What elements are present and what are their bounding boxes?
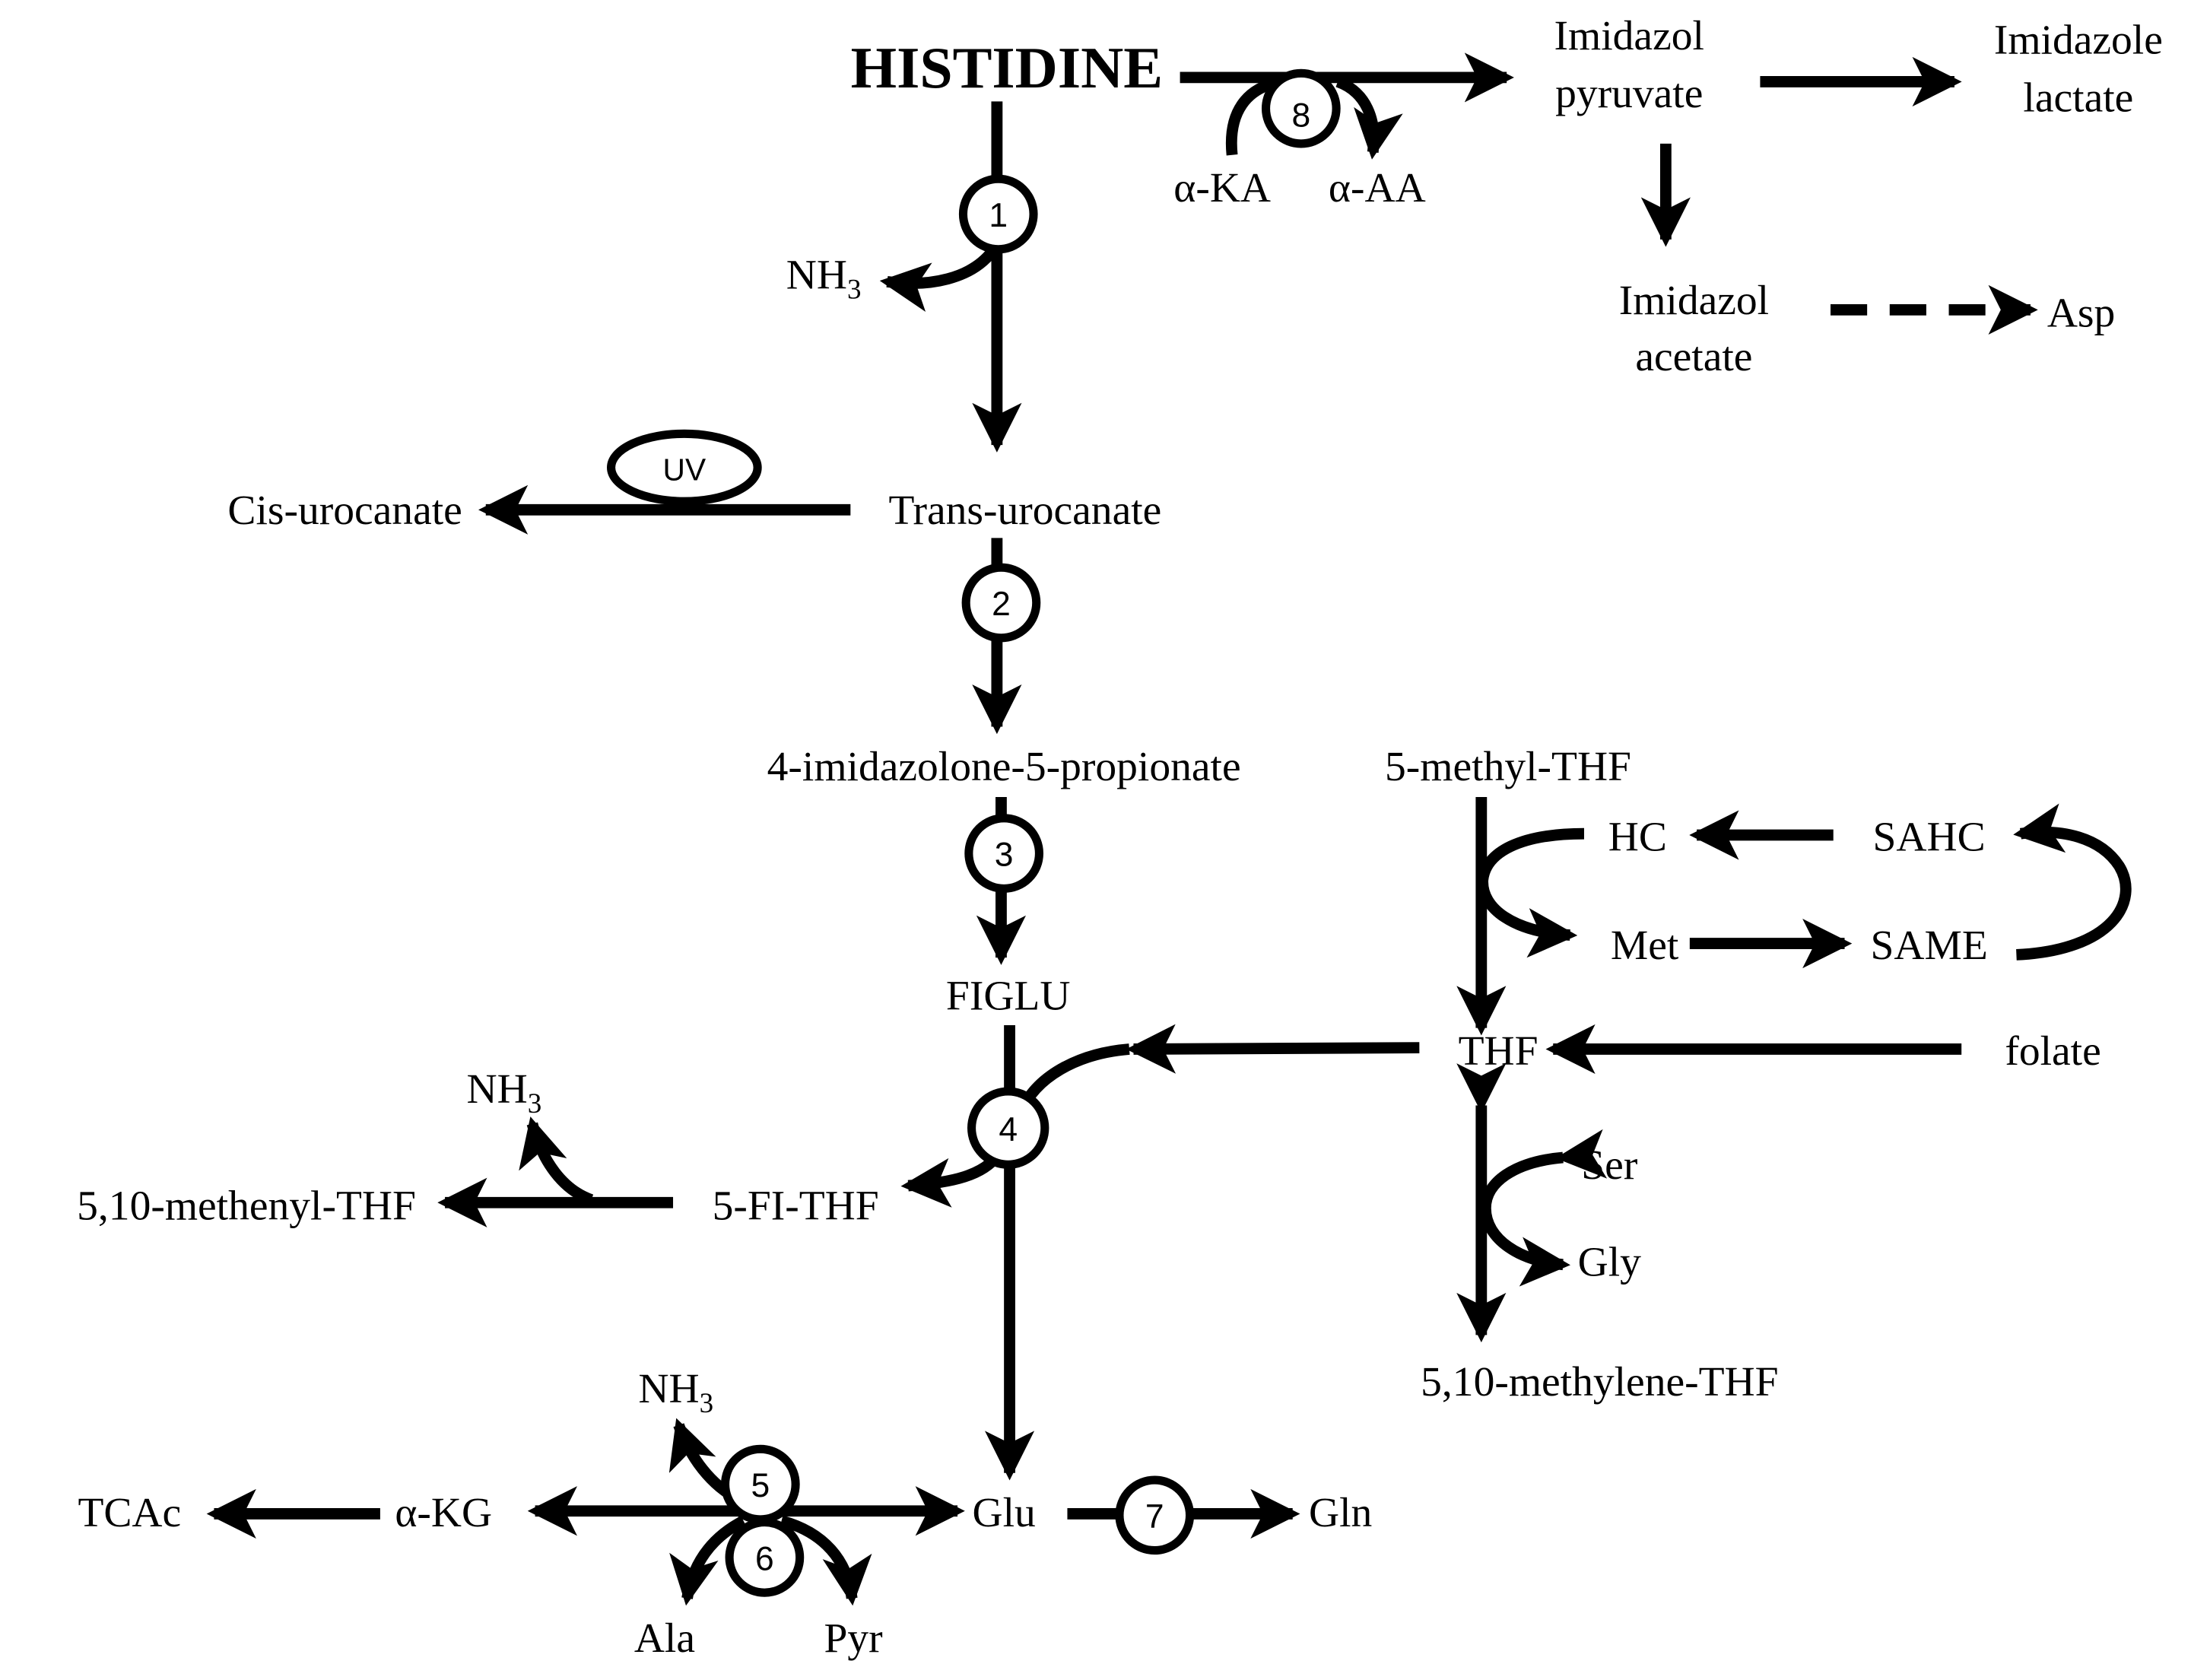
nh3-label-3: NH3 xyxy=(638,1366,713,1419)
tcac-label: TCAc xyxy=(78,1490,181,1536)
ala-arc xyxy=(669,1516,747,1606)
enzyme-2-circle xyxy=(961,563,1041,643)
asp-label: Asp xyxy=(2047,291,2115,337)
imidazole-lactate-label-line2: lactate xyxy=(2023,75,2133,121)
methyl-thf-label: 5-methyl-THF xyxy=(1385,744,1631,790)
enzyme-8-label: 8 xyxy=(1291,97,1310,135)
folate-label: folate xyxy=(2005,1028,2101,1075)
enzyme-1-circle xyxy=(958,174,1038,254)
nh3-subscript-2: 3 xyxy=(528,1088,542,1119)
thf-input-arc-to-enzyme-4 xyxy=(1126,1024,1420,1074)
cis-urocanate-label: Cis-urocanate xyxy=(227,487,462,534)
nh3-text-2: NH xyxy=(466,1066,527,1113)
figlu-label: FIGLU xyxy=(946,973,1071,1020)
imidazole-lactate-label-line1: Imidazole xyxy=(1994,17,2163,63)
uv-label: UV xyxy=(663,452,707,487)
alpha-aa-label: α-AA xyxy=(1329,165,1426,211)
glu-label: Glu xyxy=(973,1490,1036,1536)
fi-thf-label: 5-FI-THF xyxy=(713,1183,879,1229)
met-label: Met xyxy=(1611,923,1679,969)
nh3-subscript-1: 3 xyxy=(847,275,862,306)
same-label: SAME xyxy=(1870,923,1987,969)
enzyme-6-circle xyxy=(725,1518,805,1597)
hc-to-met-arc xyxy=(1477,827,1584,958)
imidazol-acetate-label-line1: Imidazol xyxy=(1619,278,1769,324)
nh3-label-1: NH3 xyxy=(786,252,862,306)
thf-label: THF xyxy=(1459,1028,1538,1075)
trans-urocanate-label: Trans-urocanate xyxy=(889,487,1162,534)
enzyme-5-label: 5 xyxy=(751,1467,770,1504)
enzyme-8-circle xyxy=(1261,68,1341,148)
pyr-label: Pyr xyxy=(824,1615,882,1662)
imidazol-pyruvate-label-line2: pyruvate xyxy=(1555,71,1703,117)
nh3-subscript-3: 3 xyxy=(700,1388,714,1419)
enzyme-4-label: 4 xyxy=(999,1111,1018,1148)
alpha-ka-label: α-KA xyxy=(1173,165,1271,211)
enzyme-1-label: 1 xyxy=(989,197,1008,234)
enzyme-2-label: 2 xyxy=(992,586,1011,623)
pyr-arc xyxy=(780,1515,872,1606)
enzyme-6-label: 6 xyxy=(755,1541,774,1578)
methenyl-thf-label: 5,10-methenyl-THF xyxy=(77,1183,416,1229)
methylene-thf-label: 5,10-methylene-THF xyxy=(1421,1359,1778,1405)
enzyme-4-circle xyxy=(967,1087,1049,1169)
sahc-label: SAHC xyxy=(1873,814,1986,860)
enzyme-7-label: 7 xyxy=(1145,1498,1164,1536)
nh3-release-arc-1 xyxy=(879,246,998,312)
arc-same-to-sahc xyxy=(2013,803,2132,961)
ala-label: Ala xyxy=(634,1615,695,1662)
nh3-release-arc-2 xyxy=(519,1116,594,1205)
gly-label: Gly xyxy=(1578,1240,1642,1286)
nh3-label-2: NH3 xyxy=(466,1066,541,1119)
ser-gly-arc xyxy=(1479,1129,1608,1287)
enzyme-7-circle xyxy=(1115,1475,1195,1555)
nh3-text-3: NH xyxy=(638,1366,699,1412)
imidazol-acetate-label-line2: acetate xyxy=(1635,334,1752,380)
uv-ellipse xyxy=(607,429,762,506)
cofactor-arc-alpha-aa-out xyxy=(1335,76,1403,160)
ser-label: Ser xyxy=(1581,1142,1637,1189)
alpha-kg-label: α-KG xyxy=(395,1490,492,1536)
hc-label: HC xyxy=(1608,814,1667,860)
imidazolone-propionate-label: 4-imidazolone-5-propionate xyxy=(767,744,1241,790)
enzyme-3-circle xyxy=(964,814,1043,893)
histidine-label: HISTIDINE xyxy=(851,35,1164,100)
gln-label: Gln xyxy=(1309,1490,1372,1536)
imidazol-pyruvate-label-line1: Imidazol xyxy=(1554,13,1704,59)
enzyme-3-label: 3 xyxy=(995,837,1014,874)
nh3-text-1: NH xyxy=(786,252,847,299)
